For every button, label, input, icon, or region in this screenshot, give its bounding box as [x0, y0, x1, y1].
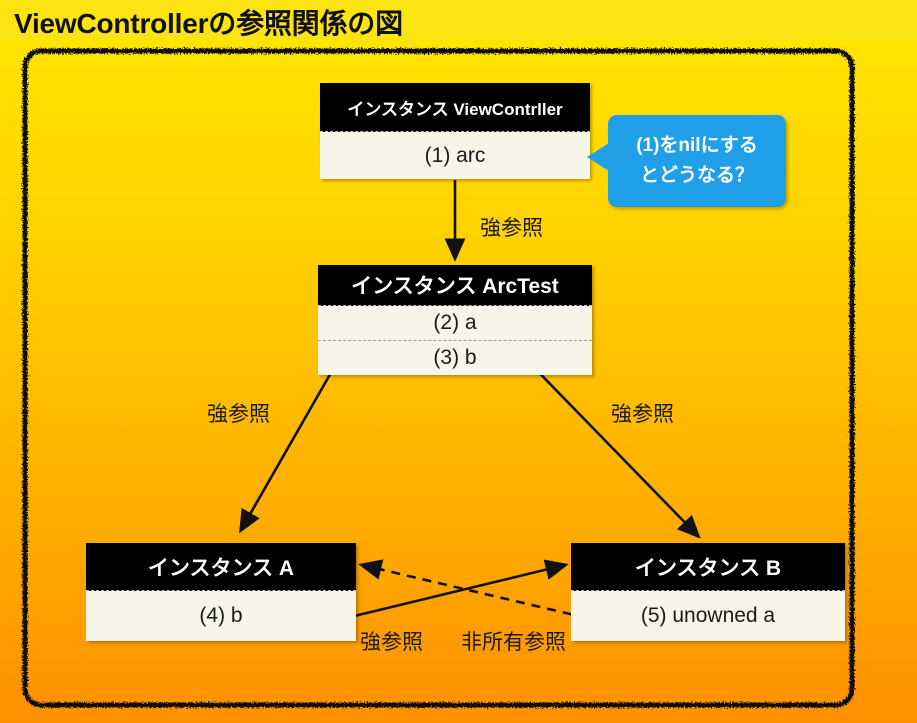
callout-tail-icon — [587, 143, 609, 171]
instance-property-row: (4) b — [199, 604, 243, 627]
instance-box-header: インスタンス A — [86, 543, 356, 591]
edge-label-vc-to-arctest: 強参照 — [480, 217, 543, 240]
instance-property-row: (2) a — [318, 306, 592, 341]
instance-box-header: インスタンス B — [571, 543, 845, 591]
edge-label-arctest-to-a: 強参照 — [207, 403, 270, 426]
edge-label-a-to-b: 強参照 — [360, 631, 423, 654]
instance-box-viewcontroller[interactable]: インスタンス ViewContrller (1) arc — [320, 83, 590, 179]
instance-box-b[interactable]: インスタンス B (5) unowned a — [571, 543, 845, 641]
edge-label-arctest-to-b: 強参照 — [611, 403, 674, 426]
instance-box-a[interactable]: インスタンス A (4) b — [86, 543, 356, 641]
instance-box-header: インスタンス ViewContrller — [320, 83, 590, 132]
instance-property-row: (1) arc — [424, 143, 486, 167]
instance-property-row: (5) unowned a — [640, 604, 776, 627]
edge-label-b-to-a: 非所有参照 — [461, 631, 566, 654]
callout-bubble: (1)をnilにする とどうなる？ — [587, 115, 786, 207]
instance-box-header: インスタンス ArcTest — [318, 265, 592, 306]
edge-instance-a-to-instance-b — [340, 559, 569, 624]
page-title: ViewControllerの参照関係の図 — [14, 8, 403, 39]
callout-line-2: とどうなる？ — [639, 165, 754, 186]
instance-property-row: (3) b — [433, 346, 477, 369]
callout-line-1: (1)をnilにする — [636, 135, 758, 156]
edge-instance-b-to-instance-a — [358, 559, 593, 624]
title-bar: ViewControllerの参照関係の図 — [0, 0, 917, 40]
diagram-frame — [22, 48, 855, 708]
instance-box-arctest[interactable]: インスタンス ArcTest (2) a (3) b — [318, 265, 592, 375]
diagram-canvas: インスタンス ViewContrller (1) arc インスタンス ArcT… — [0, 40, 917, 723]
